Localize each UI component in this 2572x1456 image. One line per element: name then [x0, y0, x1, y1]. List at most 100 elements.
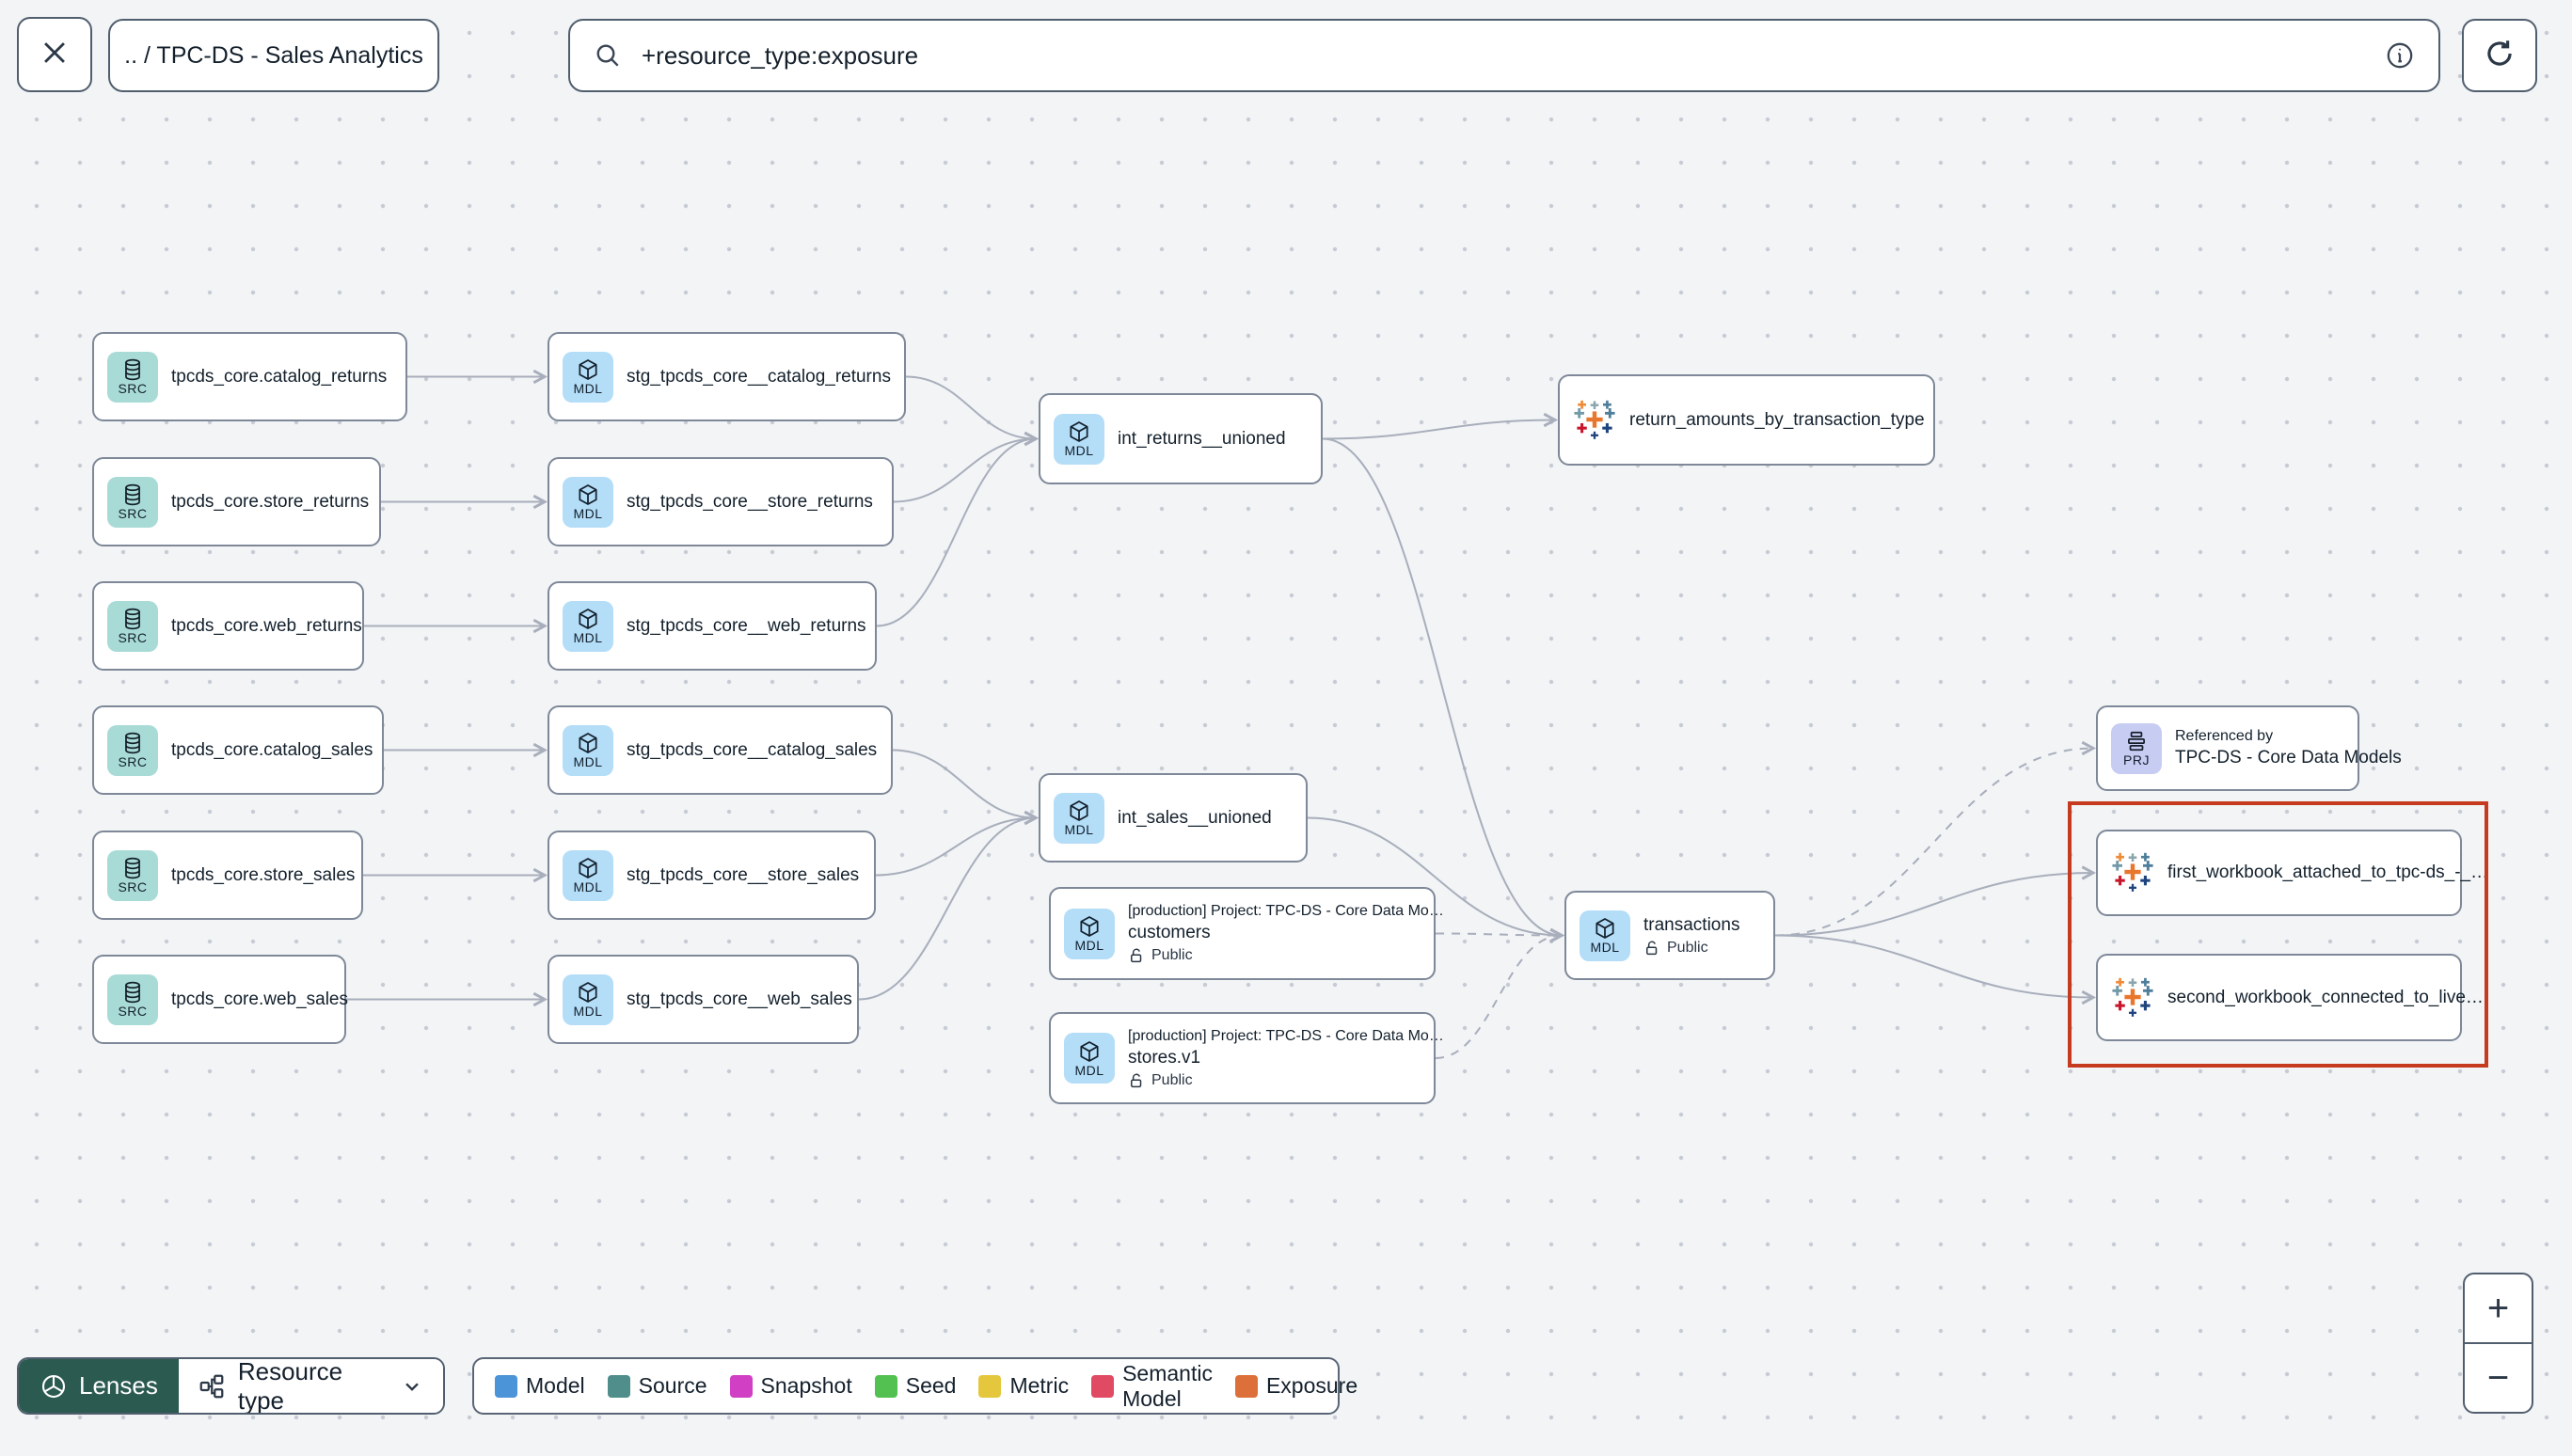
aperture-icon — [40, 1372, 68, 1401]
node-text: tpcds_core.web_returns — [171, 615, 362, 637]
access-label: Public — [1151, 947, 1193, 963]
node-label: tpcds_core.web_sales — [171, 989, 348, 1009]
node-text: tpcds_core.catalog_returns — [171, 367, 387, 388]
legend-swatch — [607, 1374, 630, 1398]
node-text: first_workbook_attached_to_tpc-ds_-_… — [2167, 863, 2488, 883]
edge-tr-w1 — [1774, 865, 2097, 937]
edge-st-tr — [1435, 927, 1565, 1059]
node-label: tpcds_core.web_returns — [171, 615, 362, 636]
node-w1-exposure[interactable]: first_workbook_attached_to_tpc-ds_-_… — [2096, 830, 2488, 916]
node-s4-source[interactable]: SRC tpcds_core.catalog_sales — [92, 705, 384, 795]
breadcrumb-label: .. / TPC-DS - Sales Analytics — [124, 41, 423, 69]
refresh-icon — [2482, 36, 2517, 76]
sitemap-icon — [198, 1372, 226, 1401]
legend-swatch — [1091, 1374, 1115, 1398]
edge-g2-ir — [893, 431, 1040, 503]
lock-open-icon — [1643, 940, 1660, 957]
node-st-model[interactable]: MDL [production] Project: TPC-DS - Core D… — [1049, 1012, 1444, 1104]
edge-ir-ra — [1322, 412, 1559, 440]
zoom-in-button[interactable]: + — [2465, 1274, 2532, 1344]
resource-type-label: Resource type — [237, 1357, 343, 1415]
close-button[interactable] — [17, 17, 92, 92]
search-input[interactable] — [640, 40, 2367, 71]
legend-item-seed: Seed — [874, 1373, 956, 1399]
cube-icon: MDL — [563, 724, 613, 776]
node-label: tpcds_core.catalog_sales — [171, 739, 373, 760]
node-label: tpcds_core.catalog_returns — [171, 366, 388, 387]
node-text: tpcds_core.web_sales — [171, 989, 348, 1010]
cube-icon: MDL — [1064, 908, 1115, 959]
zoom-controls: + − — [2463, 1273, 2533, 1414]
legend-label: Exposure — [1265, 1373, 1358, 1398]
breadcrumb[interactable]: .. / TPC-DS - Sales Analytics — [108, 19, 439, 92]
node-label: stg_tpcds_core__catalog_returns — [627, 366, 891, 387]
project-icon: PRJ — [2111, 722, 2162, 774]
node-text: tpcds_core.store_returns — [171, 492, 369, 513]
node-w2-exposure[interactable]: second_workbook_connected_to_live… — [2096, 954, 2484, 1041]
database-icon: SRC — [107, 724, 158, 776]
node-text: int_returns__unioned — [1118, 429, 1286, 450]
legend-label: Semantic Model — [1122, 1360, 1213, 1411]
database-icon: SRC — [107, 849, 158, 901]
legend-swatch — [1234, 1374, 1258, 1398]
node-context: Referenced by — [2175, 728, 2274, 744]
resource-type-dropdown[interactable]: Resource type — [178, 1357, 443, 1415]
legend-item-semantic-model: Semantic Model — [1091, 1361, 1213, 1412]
node-label: stg_tpcds_core__web_returns — [627, 615, 866, 636]
node-label: stores.v1 — [1128, 1047, 1201, 1068]
node-access: Public — [1128, 947, 1421, 964]
edge-g5-is — [875, 810, 1040, 877]
close-icon — [39, 37, 71, 73]
node-cu-model[interactable]: MDL [production] Project: TPC-DS - Core D… — [1049, 887, 1444, 980]
node-label: int_returns__unioned — [1118, 428, 1286, 449]
node-access: Public — [1128, 1072, 1421, 1089]
lock-open-icon — [1128, 947, 1145, 964]
legend-swatch — [495, 1374, 517, 1398]
node-ir-model[interactable]: MDL int_returns__unioned — [1039, 393, 1323, 484]
node-label: customers — [1128, 923, 1211, 942]
node-label: transactions — [1643, 914, 1740, 935]
cube-icon: MDL — [1054, 413, 1104, 465]
cube-icon: MDL — [1580, 910, 1630, 961]
search-bar[interactable] — [568, 19, 2440, 92]
zoom-out-button[interactable]: − — [2486, 1356, 2510, 1399]
node-s2-source[interactable]: SRC tpcds_core.store_returns — [92, 457, 381, 546]
tableau-icon — [2111, 851, 2154, 894]
legend-item-metric: Metric — [978, 1373, 1069, 1399]
node-access: Public — [1643, 940, 1739, 957]
refresh-button[interactable] — [2462, 19, 2537, 92]
legend-item-snapshot: Snapshot — [729, 1373, 852, 1399]
node-text: second_workbook_connected_to_live… — [2167, 988, 2484, 1008]
legend-swatch — [874, 1374, 897, 1398]
info-icon[interactable] — [2384, 40, 2416, 71]
node-text: [production] Project: TPC-DS - Core Data… — [1128, 1028, 1444, 1089]
cube-icon: MDL — [1054, 792, 1104, 844]
database-icon: SRC — [107, 476, 158, 528]
node-ra-exposure[interactable]: return_amounts_by_transaction_type — [1558, 374, 1935, 466]
node-text: [production] Project: TPC-DS - Core Data… — [1128, 903, 1444, 964]
edge-g3-ir — [876, 431, 1040, 627]
lenses-button[interactable]: Lenses — [19, 1359, 179, 1413]
edge-g1-ir — [905, 375, 1040, 447]
access-label: Public — [1667, 939, 1708, 956]
cube-icon: MDL — [1064, 1033, 1115, 1084]
node-label: stg_tpcds_core__web_sales — [627, 989, 852, 1009]
tableau-icon — [1573, 399, 1616, 442]
